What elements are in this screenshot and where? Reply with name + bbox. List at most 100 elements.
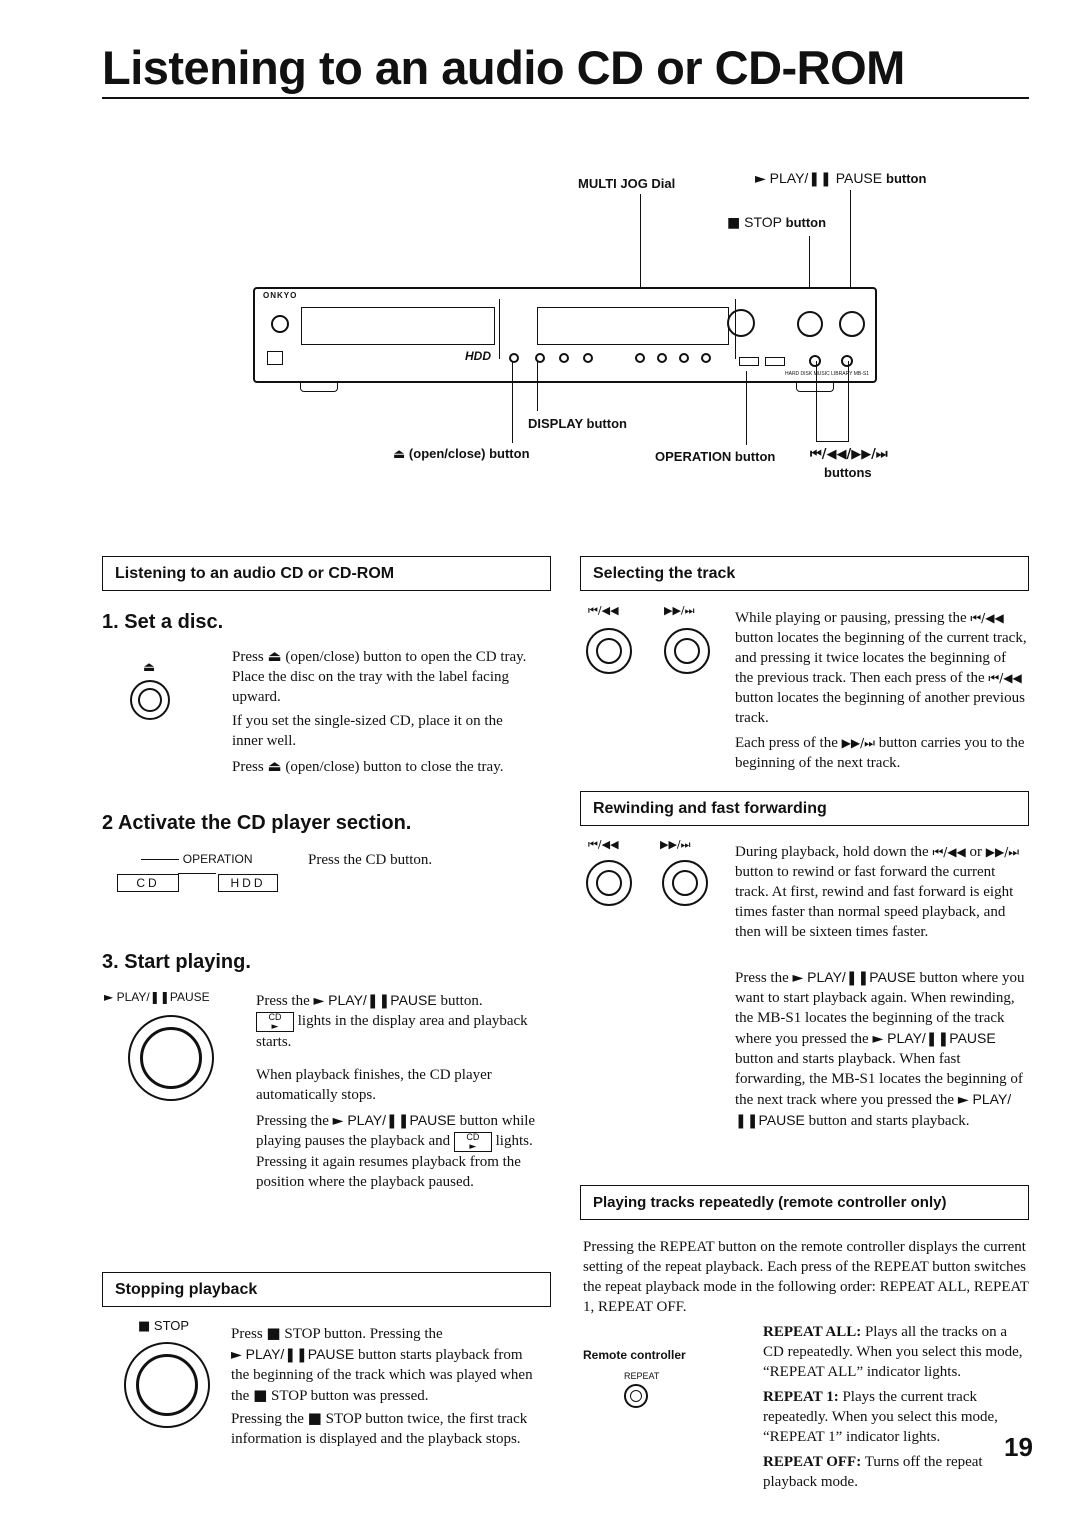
panel-button-4[interactable] (701, 353, 711, 363)
rewind-icon: ⏮/◀◀ (588, 838, 619, 851)
series-label: HARD DISK MUSIC LIBRARY (785, 371, 853, 377)
standby-button[interactable] (271, 315, 289, 333)
skip-forward-icon: ▶▶/⏭ (664, 604, 695, 617)
cd-play-indicator: CD► (256, 1011, 294, 1032)
play-pause-label: ► PLAY/❚❚PAUSE (104, 990, 210, 1004)
step3-para1: Press the ► PLAY/❚❚PAUSE button. CD► lig… (256, 992, 528, 1050)
step2-text: Press the CD button. (308, 852, 433, 868)
multi-jog-callout: MULTI JOG Dial (578, 176, 676, 191)
eject-icon: ⏏ (267, 757, 282, 775)
stop-callout: ■ STOP button (727, 214, 827, 231)
step1-title: 1. Set a disc. (102, 611, 224, 633)
operation-hdd-button[interactable] (765, 357, 785, 366)
eject-icon: ⏏ (267, 647, 282, 665)
display-button[interactable] (535, 353, 545, 363)
step2-title: 2 Activate the CD player section. (102, 812, 412, 834)
operation-label: OPERATION (122, 852, 272, 880)
stop-para2: Pressing the ■ STOP button twice, the fi… (231, 1409, 528, 1447)
play-leader (850, 190, 851, 306)
repeat-off: REPEAT OFF: Turns off the repeat playbac… (763, 1454, 983, 1490)
open-close-callout: ⏏ (open/close) button (393, 446, 530, 462)
step1-para1: Press ⏏ (open/close) button to open the … (232, 647, 527, 705)
skip-back-illustration (586, 628, 632, 674)
operation-callout: OPERATION button (655, 449, 776, 464)
step3-para2: When playback finishes, the CD player au… (256, 1067, 492, 1103)
display-callout: DISPLAY button (528, 416, 627, 431)
step1-para3: Press ⏏ (open/close) button to close the… (232, 757, 504, 775)
fast-forward-illustration (662, 860, 708, 906)
step3-para3: Pressing the ► PLAY/❚❚PAUSE button while… (256, 1112, 536, 1190)
fast-forward-icon: ▶▶/⏭ (660, 838, 691, 851)
cd-button[interactable]: CD (117, 874, 179, 892)
step1-para2: If you set the single-sized CD, place it… (232, 713, 503, 749)
open-close-leader (512, 361, 513, 443)
stop-icon: ■ (138, 1319, 151, 1334)
stop-leader (809, 236, 810, 314)
skip-callout-icons: ⏮/◀◀/▶▶/⏭ (810, 446, 888, 462)
repeat-one: REPEAT 1: Plays the current track repeat… (763, 1389, 998, 1445)
play-icon: ► (755, 171, 766, 187)
cd-button-panel[interactable] (583, 353, 593, 363)
play-pause-button-illustration (128, 1015, 214, 1101)
repeat-button-illustration (624, 1384, 648, 1408)
section-header-listening: Listening to an audio CD or CD-ROM (102, 556, 551, 591)
operation-cd-button[interactable] (739, 357, 759, 366)
repeat-button-label: REPEAT (624, 1371, 660, 1381)
pause-icon: ❚❚ (149, 990, 170, 1004)
rewind-illustration (586, 860, 632, 906)
display-window (537, 307, 729, 345)
skip-leader-2 (848, 361, 849, 441)
model-label: MB-S1 (853, 371, 870, 377)
step3-title: 3. Start playing. (102, 951, 251, 973)
panel-button-1[interactable] (635, 353, 645, 363)
panel-button-2[interactable] (657, 353, 667, 363)
skip-forward-illustration (664, 628, 710, 674)
skip-forward-button[interactable] (841, 355, 853, 367)
multi-jog-dial[interactable] (727, 309, 755, 337)
stop-button[interactable] (797, 311, 823, 337)
select-para1: While playing or pausing, pressing the ⏮… (735, 610, 1027, 726)
skip-rewind-ff-skip-icon: ⏮/◀◀/▶▶/⏭ (810, 447, 888, 462)
rewind-para2: Press the ► PLAY/❚❚PAUSE button where yo… (735, 969, 1025, 1129)
stop-icon: ■ (727, 215, 741, 231)
cd-pause-indicator: CD► (453, 1131, 492, 1152)
play-icon: ► (104, 990, 114, 1004)
hdd-logo: HDD (465, 349, 491, 363)
page-number: 19 (1004, 1432, 1033, 1462)
open-close-button[interactable] (509, 353, 519, 363)
multi-jog-leader (640, 194, 641, 320)
section-header-stop: Stopping playback (102, 1272, 551, 1307)
device-front-panel: ONKYO HDD HARD DISK MUSIC LIBRARY MB-S1 (253, 287, 877, 383)
section-header-rewind: Rewinding and fast forwarding (580, 791, 1029, 826)
repeat-intro: Pressing the REPEAT button on the remote… (583, 1239, 1029, 1315)
select-para2: Each press of the ▶▶/⏭ button carries yo… (735, 735, 1025, 771)
panel-button-3[interactable] (679, 353, 689, 363)
usb-port (267, 351, 283, 365)
remote-controller-label: Remote controller (583, 1348, 686, 1362)
stop-para1: Press ■ STOP button. Pressing the ► PLAY… (231, 1324, 533, 1404)
skip-back-icon: ⏮/◀◀ (588, 604, 619, 617)
text-button[interactable] (559, 353, 569, 363)
disc-tray (301, 307, 495, 345)
eject-icon: ⏏ (393, 447, 406, 462)
operation-leader (746, 371, 747, 445)
rewind-para1: During playback, hold down the ⏮/◀◀ or ▶… (735, 844, 1020, 940)
skip-leader-1 (816, 361, 817, 441)
play-pause-callout: ► PLAY/❚❚ PAUSE button (755, 170, 927, 187)
page-title: Listening to an audio CD or CD-ROM (102, 41, 905, 94)
repeat-all: REPEAT ALL: Plays all the tracks on a CD… (763, 1324, 1023, 1380)
section-header-repeat: Playing tracks repeatedly (remote contro… (580, 1185, 1029, 1220)
skip-back-button[interactable] (809, 355, 821, 367)
stop-label: ■ STOP (138, 1318, 190, 1334)
eject-button-illustration (130, 680, 170, 720)
skip-callout: buttons (824, 465, 872, 480)
section-header-select: Selecting the track (580, 556, 1029, 591)
eject-icon: ⏏ (143, 660, 156, 675)
pause-icon: ❚❚ (808, 171, 832, 187)
stop-button-illustration (124, 1342, 210, 1428)
display-leader (537, 361, 538, 411)
play-pause-button[interactable] (839, 311, 865, 337)
brand-logo: ONKYO (263, 291, 298, 300)
title-rule (102, 97, 1029, 99)
hdd-button[interactable]: HDD (218, 874, 278, 892)
